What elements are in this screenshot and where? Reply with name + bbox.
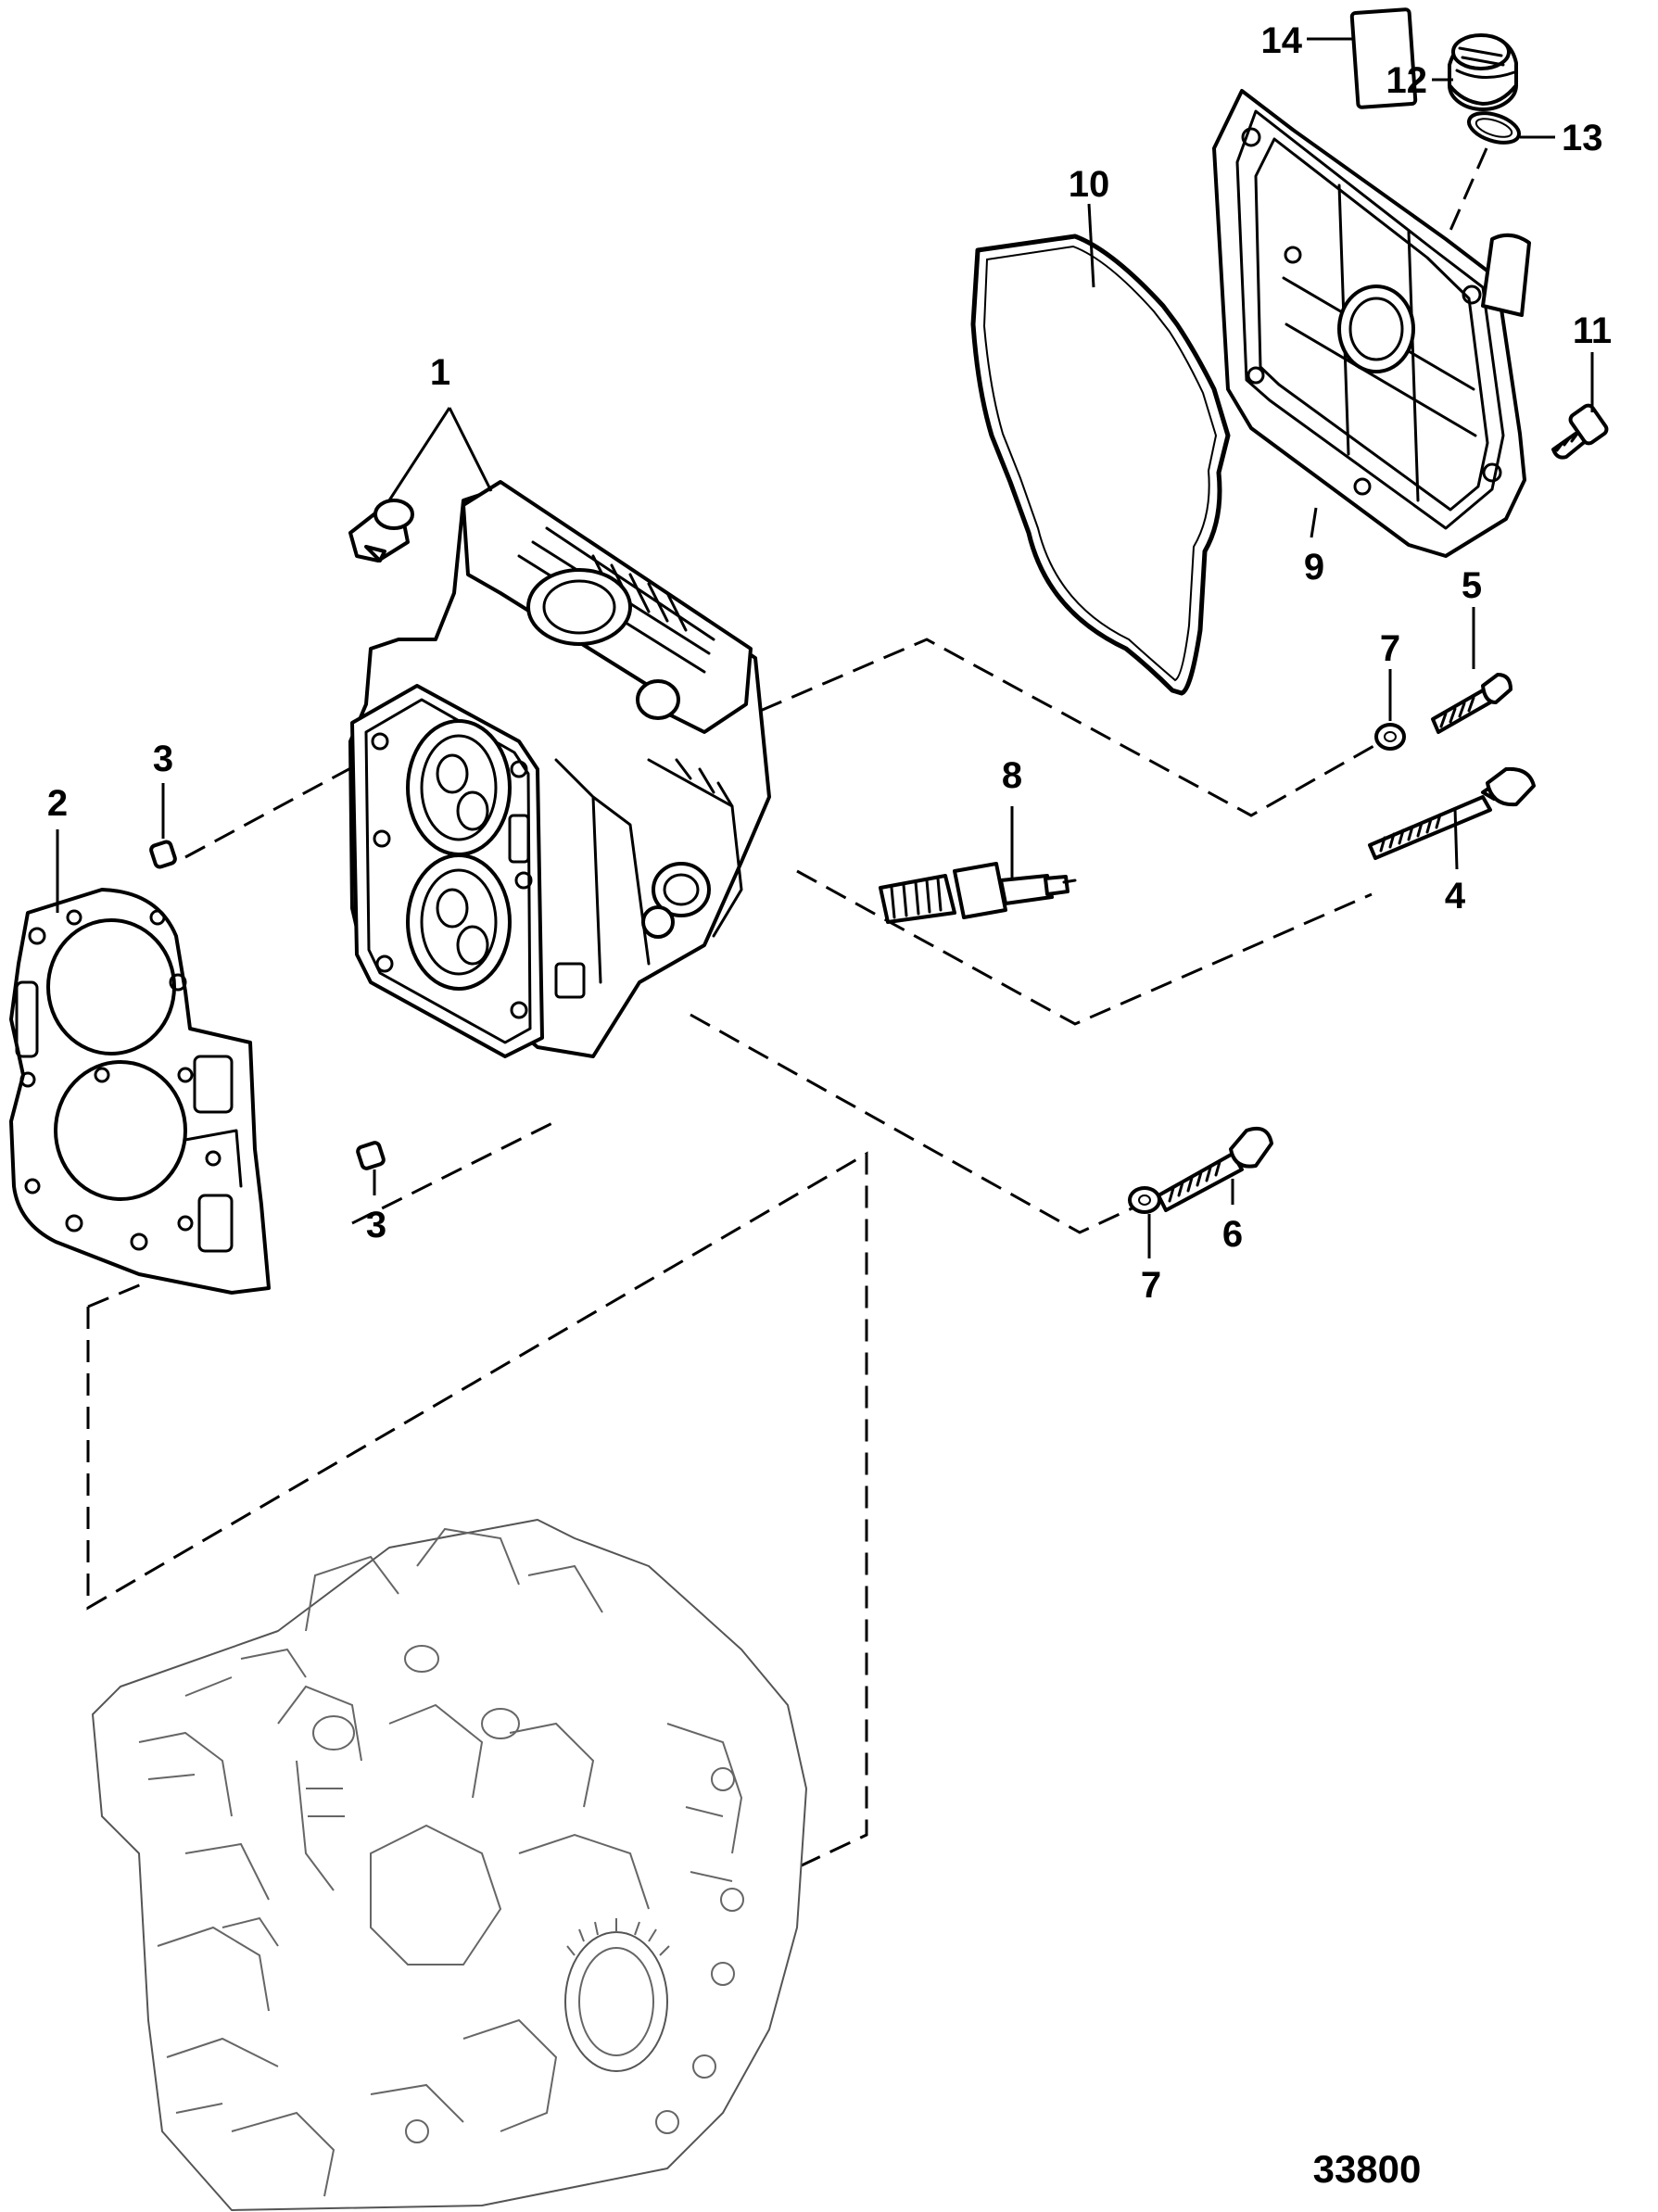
- part-12-oil-fill-cap[interactable]: [1432, 33, 1518, 111]
- callout-5: 5: [1462, 565, 1482, 606]
- callout-14: 14: [1261, 20, 1303, 61]
- callout-labels: 1 2 3 3 4 5 6 7 7 8 9 10 11 12 13 14: [47, 20, 1612, 1306]
- callout-9: 9: [1304, 547, 1324, 588]
- part-2-head-gasket[interactable]: [9, 829, 271, 1295]
- part-8-spark-plug[interactable]: [879, 806, 1077, 924]
- callout-4: 4: [1445, 876, 1466, 916]
- part-14-decal[interactable]: [1307, 7, 1418, 109]
- engine-block-reference: [92, 1519, 807, 2211]
- callout-12: 12: [1386, 60, 1428, 101]
- part-9-rocker-cover[interactable]: [1212, 89, 1531, 558]
- callout-13: 13: [1562, 118, 1603, 158]
- part-7-washer-top[interactable]: [1374, 669, 1406, 751]
- callout-3-upper: 3: [153, 739, 173, 779]
- callout-7-bottom: 7: [1141, 1265, 1161, 1306]
- part-5-short-bolt[interactable]: [1431, 607, 1512, 734]
- part-13-o-ring[interactable]: [1444, 107, 1555, 242]
- callout-7-top: 7: [1380, 628, 1400, 669]
- callout-1: 1: [430, 352, 450, 393]
- callout-8: 8: [1002, 755, 1022, 796]
- figure-number: 33800: [1313, 2147, 1422, 2191]
- part-3-dowel-pin-upper[interactable]: [149, 783, 177, 869]
- part-6-bolt[interactable]: [1157, 1126, 1273, 1212]
- part-3-dowel-pin-lower[interactable]: [356, 1141, 386, 1195]
- part-1-cylinder-head[interactable]: [348, 407, 771, 1058]
- callout-2: 2: [47, 783, 68, 824]
- callout-11: 11: [1573, 310, 1612, 351]
- part-10-cover-gasket[interactable]: [970, 203, 1231, 696]
- callout-10: 10: [1069, 164, 1110, 205]
- part-7-washer-bottom[interactable]: [1128, 1186, 1161, 1258]
- part-11-screw[interactable]: [1551, 352, 1609, 460]
- callout-3-lower: 3: [366, 1205, 386, 1245]
- part-4-long-bolt[interactable]: [1368, 766, 1536, 870]
- callout-6: 6: [1222, 1214, 1243, 1255]
